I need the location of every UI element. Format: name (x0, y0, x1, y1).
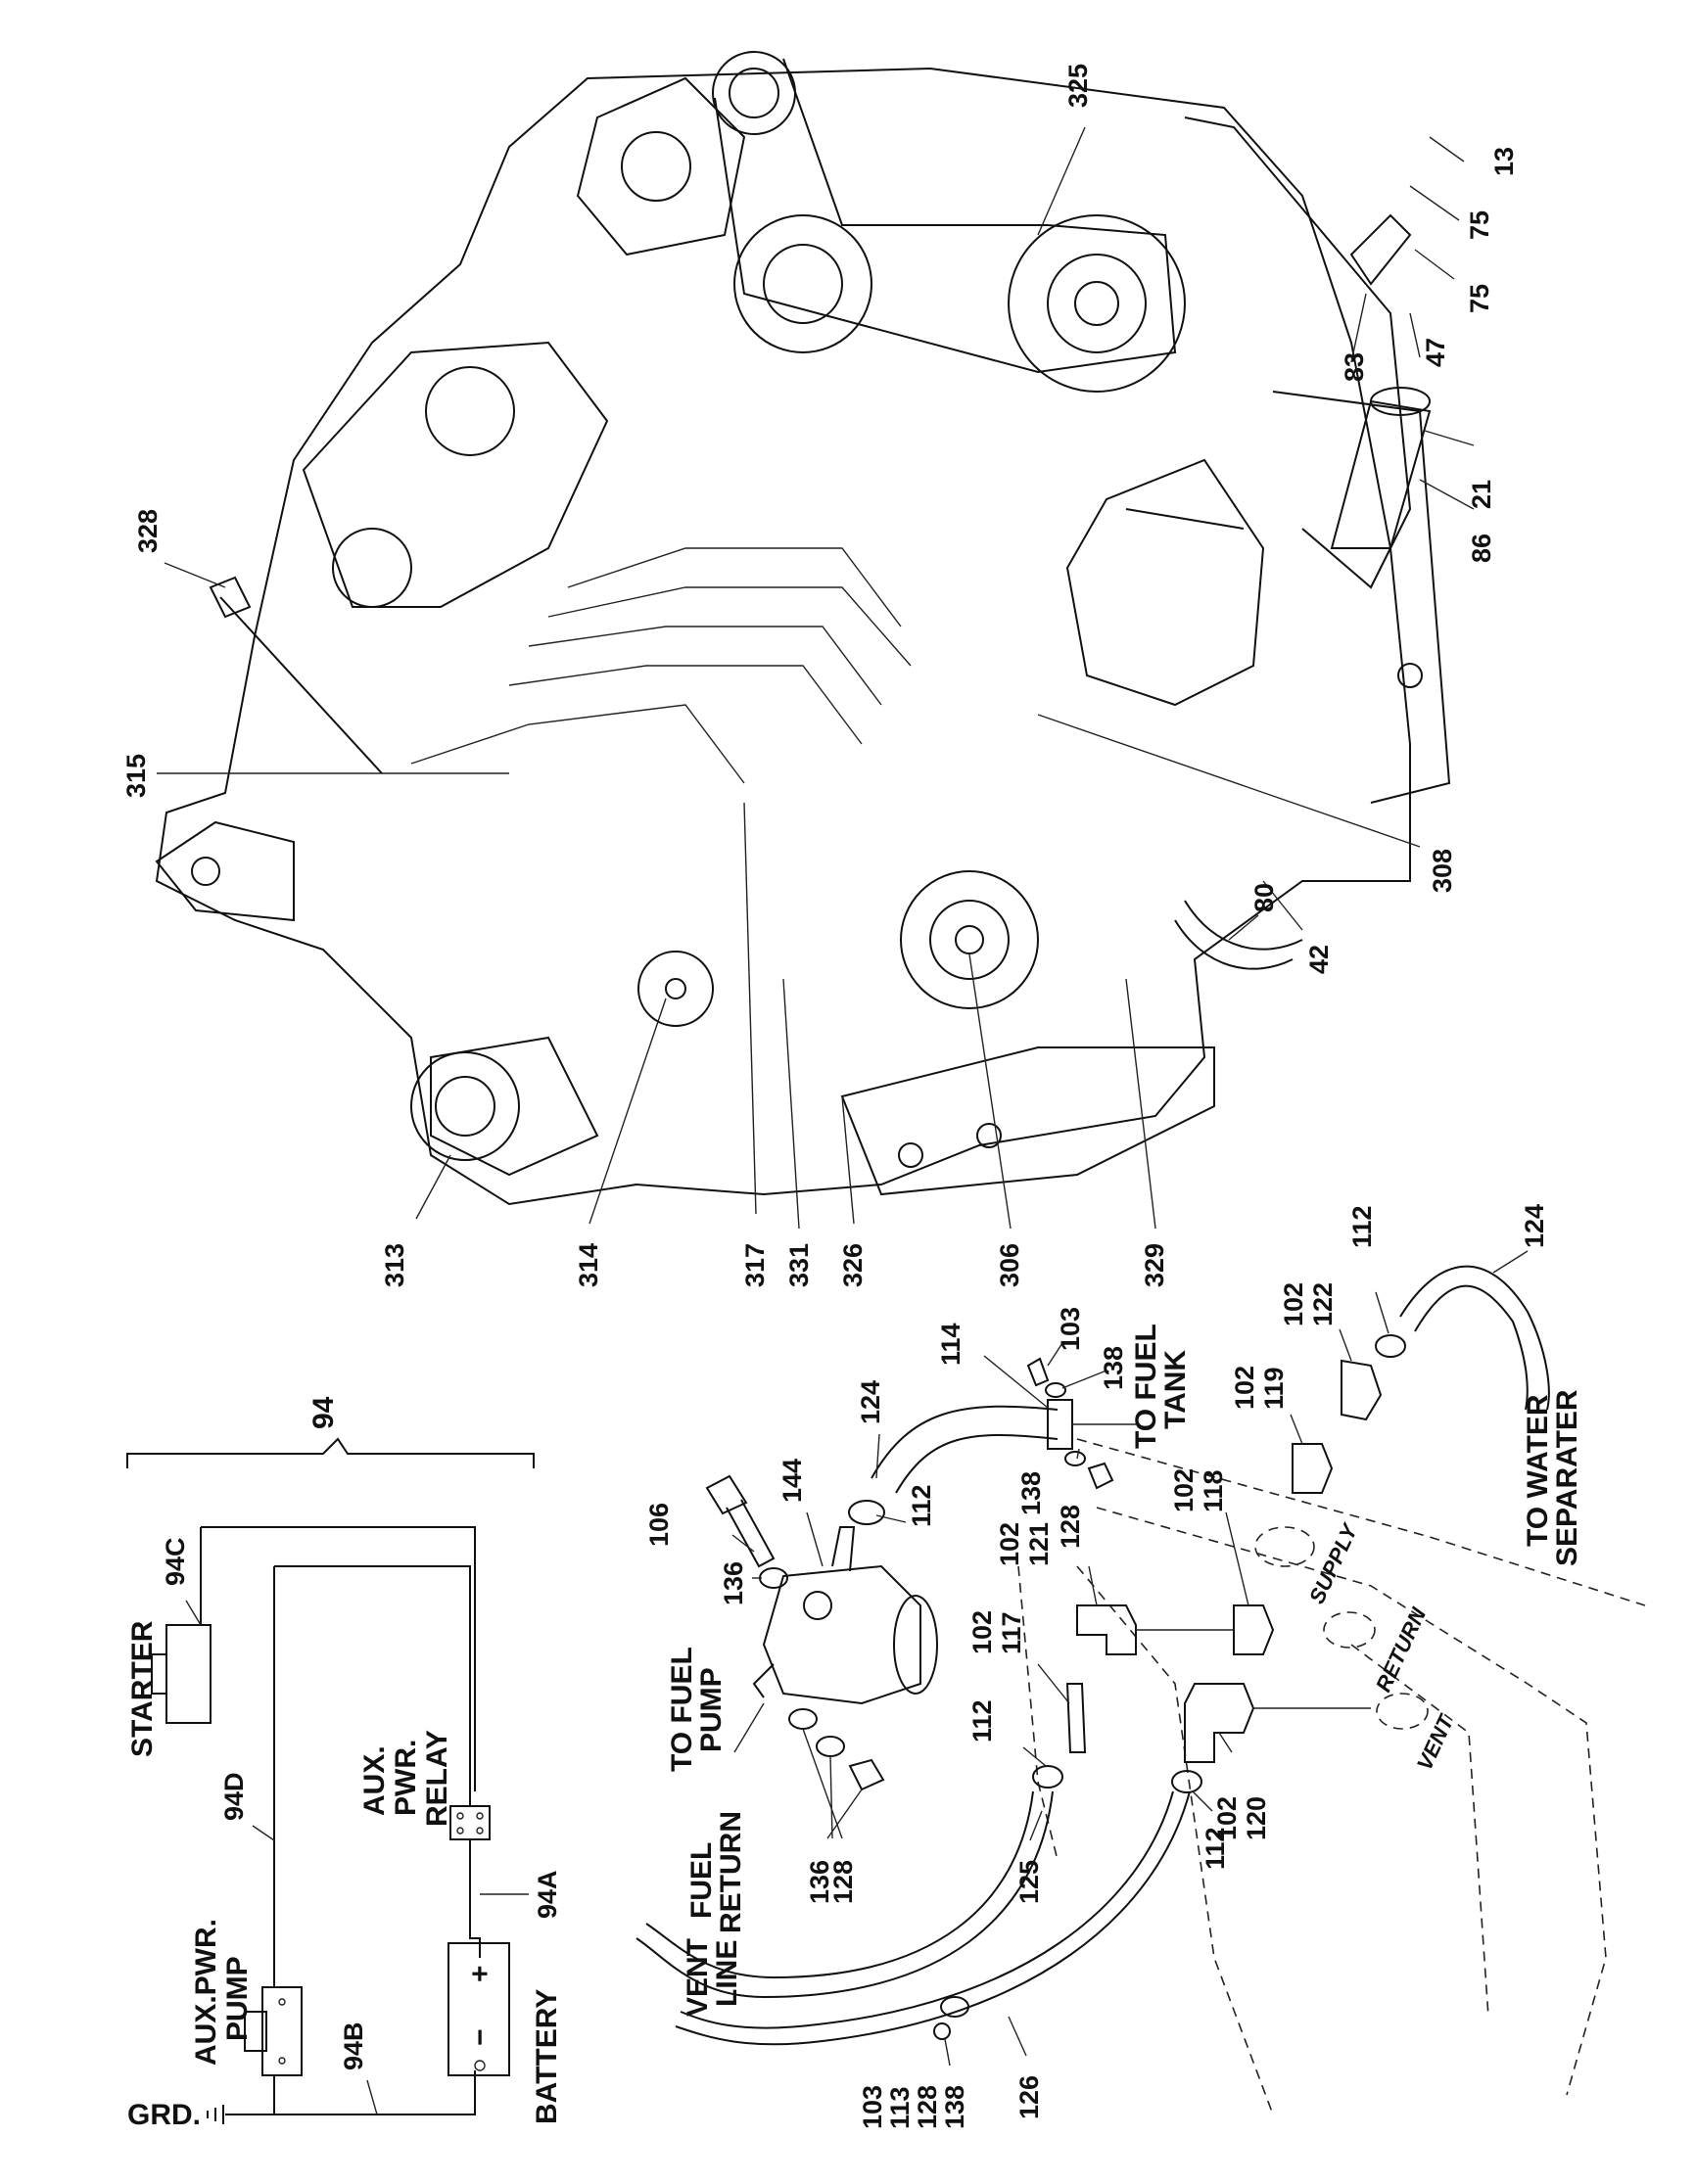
callout-stack-128: 128 (913, 2085, 942, 2129)
callout-47: 47 (1421, 338, 1450, 367)
fuel-labels: TO FUEL TANK TO FUEL PUMP TO WATER SEPAR… (666, 1324, 1583, 2017)
starter-label: STARTER (126, 1620, 159, 1757)
callout-80: 80 (1249, 883, 1279, 912)
callout-114: 114 (936, 1323, 965, 1366)
callout-102-118-b: 118 (1199, 1469, 1228, 1512)
callout-75b: 75 (1465, 284, 1494, 313)
callout-103: 103 (1056, 1307, 1085, 1351)
callout-102-122-a: 102 (1279, 1282, 1308, 1326)
callout-138a: 138 (1099, 1346, 1128, 1390)
aux-pwr-pump-line1: AUX.PWR. (190, 1919, 222, 2066)
callout-112b: 112 (1347, 1205, 1377, 1248)
callout-331: 331 (784, 1243, 814, 1287)
fuel-return-line1: FUEL (685, 1842, 718, 1919)
aux-pwr-relay-line2: PWR. (390, 1740, 422, 1816)
callout-136a: 136 (719, 1561, 748, 1605)
callout-308: 308 (1428, 849, 1457, 893)
callout-stack-113: 113 (885, 2086, 915, 2129)
callout-stack-138: 138 (940, 2085, 969, 2129)
callout-21: 21 (1467, 480, 1496, 509)
battery-minus: − (464, 2028, 496, 2046)
port-supply-label: SUPPLY (1304, 1518, 1363, 1607)
callout-313: 313 (380, 1243, 409, 1287)
wiring-diagram (126, 1437, 535, 2124)
engine-leaders (157, 126, 1475, 1230)
vent-line-line2: LINE (711, 1940, 743, 2007)
callout-102-121-b: 121 (1024, 1522, 1054, 1566)
callout-stack-103: 103 (858, 2085, 887, 2129)
to-water-separater-line1: TO WATER (1522, 1394, 1554, 1547)
wiring-labels: 94 94C STARTER 94D AUX. PWR. RELAY AUX.P… (126, 1396, 563, 2131)
port-vent-label: VENT (1412, 1710, 1459, 1774)
callout-86: 86 (1467, 534, 1496, 563)
callout-94d: 94D (219, 1772, 249, 1821)
callout-329: 329 (1140, 1243, 1169, 1287)
callout-112a: 112 (907, 1484, 936, 1527)
battery-label: BATTERY (531, 1989, 563, 2124)
callout-102-117-a: 102 (967, 1610, 997, 1654)
callout-42: 42 (1304, 945, 1334, 974)
callout-325: 325 (1063, 64, 1093, 108)
callout-124a: 124 (856, 1380, 885, 1424)
callout-102-120-b: 120 (1242, 1796, 1271, 1840)
callout-138b: 138 (1016, 1471, 1046, 1515)
aux-pwr-relay-line3: RELAY (421, 1730, 453, 1827)
callout-83: 83 (1340, 352, 1369, 382)
to-fuel-pump-line2: PUMP (695, 1667, 728, 1752)
callout-112c: 112 (967, 1699, 997, 1743)
callout-144: 144 (777, 1459, 807, 1503)
callout-75a: 75 (1465, 210, 1494, 240)
callout-13: 13 (1489, 147, 1519, 176)
callout-317: 317 (740, 1243, 770, 1287)
engine-callouts: 325 13 75 75 47 83 21 86 328 315 308 80 … (121, 64, 1519, 1287)
fuel-return-line2: RETURN (715, 1811, 747, 1933)
aux-pwr-relay-line1: AUX. (358, 1745, 391, 1816)
ground-label: GRD. (127, 2099, 201, 2131)
to-fuel-tank-line1: TO FUEL (1130, 1324, 1162, 1449)
fuel-callouts: 114 103 138 124 138 128 106 144 112 136 … (644, 1204, 1549, 2129)
fuel-leaders (731, 1250, 1529, 2067)
callout-124b: 124 (1520, 1204, 1549, 1248)
port-return-label: RETURN (1371, 1603, 1432, 1696)
callout-102-122-b: 122 (1308, 1282, 1338, 1326)
engine-assembly (155, 51, 1451, 1206)
to-fuel-pump-line1: TO FUEL (666, 1647, 698, 1772)
callout-326: 326 (838, 1243, 868, 1287)
callout-102-120-a: 102 (1212, 1796, 1242, 1840)
callout-136b: 136 (805, 1860, 834, 1904)
callout-94: 94 (307, 1396, 340, 1429)
callout-128b: 128 (828, 1860, 858, 1904)
callout-102-119-a: 102 (1230, 1366, 1259, 1410)
callout-128a: 128 (1056, 1505, 1085, 1549)
callout-94c: 94C (161, 1537, 190, 1586)
aux-pwr-pump-line2: PUMP (221, 1956, 254, 2041)
callout-102-119-b: 119 (1259, 1367, 1289, 1410)
callout-112d: 112 (1201, 1827, 1230, 1870)
callout-106: 106 (644, 1503, 674, 1547)
callout-94a: 94A (533, 1870, 562, 1919)
callout-94b: 94B (339, 2021, 368, 2070)
battery-plus: + (464, 1965, 496, 1982)
callout-102-121-a: 102 (995, 1522, 1024, 1566)
callout-102-117-b: 117 (997, 1611, 1026, 1654)
callout-102-118-a: 102 (1169, 1468, 1199, 1512)
callout-306: 306 (995, 1243, 1024, 1287)
callout-314: 314 (574, 1243, 603, 1287)
to-fuel-tank-line2: TANK (1159, 1350, 1192, 1429)
callout-126: 126 (1014, 2075, 1044, 2119)
to-water-separater-line2: SEPARATER (1551, 1389, 1583, 1566)
callout-328: 328 (133, 509, 163, 553)
vent-line-line1: VENT (682, 1938, 714, 2017)
callout-315: 315 (121, 754, 151, 798)
callout-125: 125 (1014, 1860, 1044, 1904)
